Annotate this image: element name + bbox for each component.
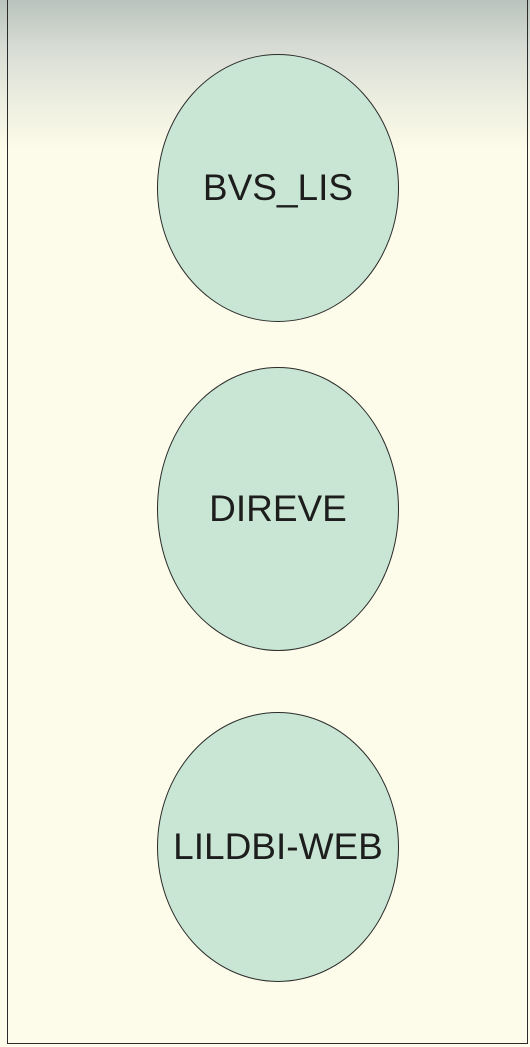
node-direve: DIREVE (157, 367, 399, 651)
node-label: BVS_LIS (202, 167, 354, 208)
diagram-frame (7, 0, 528, 1044)
node-lildbi-web: LILDBI-WEB (157, 712, 399, 982)
node-label: LILDBI-WEB (173, 826, 383, 867)
node-label: DIREVE (209, 488, 347, 529)
node-bvs-lis: BVS_LIS (157, 54, 399, 322)
